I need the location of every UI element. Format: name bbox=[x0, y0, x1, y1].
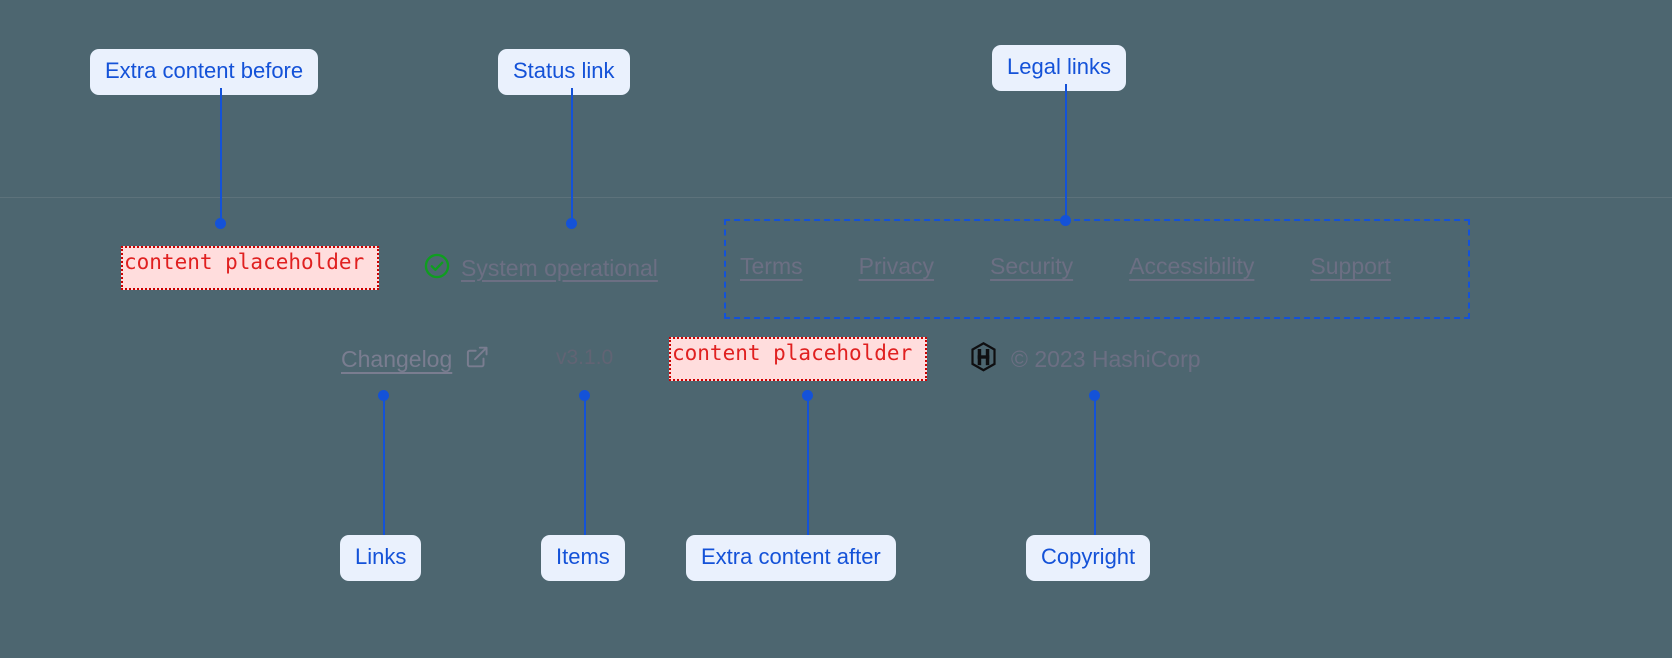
legal-link-terms[interactable]: Terms bbox=[740, 253, 803, 279]
copyright-group: © 2023 HashiCorp bbox=[970, 342, 1201, 377]
extra-content-before-placeholder: content placeholder bbox=[121, 246, 379, 290]
check-circle-icon bbox=[423, 252, 451, 285]
annotation-label-legal-links: Legal links bbox=[992, 45, 1126, 91]
annotation-line-links bbox=[383, 396, 385, 535]
annotation-dot-extra-content-after bbox=[802, 390, 813, 401]
annotation-line-legal-links bbox=[1065, 84, 1067, 221]
annotation-label-status-link: Status link bbox=[498, 49, 630, 95]
legal-link-security[interactable]: Security bbox=[990, 253, 1074, 279]
annotation-dot-copyright bbox=[1089, 390, 1100, 401]
annotation-line-copyright bbox=[1094, 396, 1096, 535]
annotation-box-legal-links bbox=[724, 219, 1470, 319]
changelog-link[interactable]: Changelog bbox=[341, 346, 453, 372]
status-group: System operational bbox=[423, 252, 658, 285]
legal-link-privacy[interactable]: Privacy bbox=[858, 253, 935, 279]
annotation-dot-extra-content-before bbox=[215, 218, 226, 229]
external-link-icon bbox=[464, 344, 490, 375]
extra-content-after-placeholder: content placeholder bbox=[669, 337, 927, 381]
annotation-line-extra-content-after bbox=[807, 396, 809, 535]
changelog-group[interactable]: Changelog bbox=[341, 344, 490, 375]
annotation-dot-status-link bbox=[566, 218, 577, 229]
footer-region bbox=[0, 197, 1672, 398]
copyright-text: © 2023 HashiCorp bbox=[1011, 346, 1201, 372]
annotation-line-status-link bbox=[571, 88, 573, 224]
annotation-label-extra-content-after: Extra content after bbox=[686, 535, 896, 581]
status-link[interactable]: System operational bbox=[461, 255, 658, 281]
legal-links-list: Terms Privacy Security Accessibility Sup… bbox=[740, 253, 1391, 280]
annotation-line-extra-content-before bbox=[220, 88, 222, 224]
hashicorp-logo-icon bbox=[970, 342, 997, 377]
annotation-line-items bbox=[584, 396, 586, 535]
annotation-label-items: Items bbox=[541, 535, 625, 581]
annotation-label-copyright: Copyright bbox=[1026, 535, 1151, 581]
annotation-label-links: Links bbox=[340, 535, 422, 581]
annotation-dot-items bbox=[579, 390, 590, 401]
legal-link-accessibility[interactable]: Accessibility bbox=[1129, 253, 1255, 279]
legal-link-support[interactable]: Support bbox=[1310, 253, 1391, 279]
annotation-dot-links bbox=[378, 390, 389, 401]
annotation-label-extra-content-before: Extra content before bbox=[90, 49, 319, 95]
version-label: v3.1.0 bbox=[556, 346, 614, 369]
